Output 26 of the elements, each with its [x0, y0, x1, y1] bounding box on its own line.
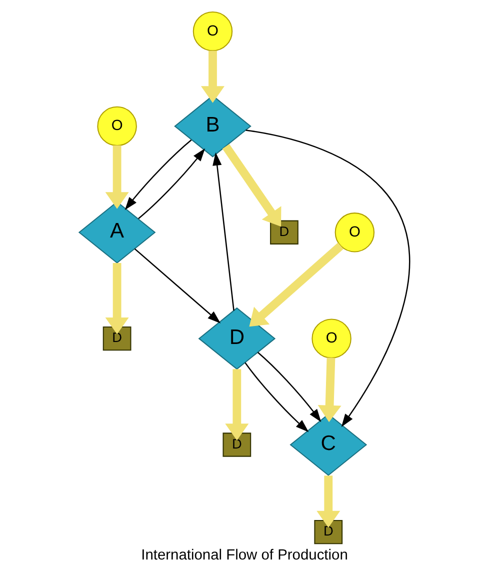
arrow: [318, 358, 342, 422]
arrow: [138, 148, 206, 220]
node-diamond: A: [78, 201, 156, 264]
arrow: [134, 248, 221, 324]
arrow: [316, 476, 340, 528]
arrow: [244, 362, 309, 432]
node-diamond: B: [174, 95, 252, 158]
node-box: D: [314, 520, 343, 544]
arrow: [124, 140, 192, 210]
node-circle: O: [312, 318, 352, 358]
node-circle: O: [334, 212, 375, 252]
arrow: [225, 369, 249, 440]
node-box: D: [222, 432, 252, 457]
arrow: [105, 145, 129, 209]
arrow: [249, 242, 344, 327]
arrow: [257, 352, 322, 422]
node-circle: O: [192, 11, 233, 52]
node-circle: O: [97, 106, 137, 146]
arrow: [222, 144, 282, 227]
arrow: [212, 152, 234, 311]
arrow: [200, 50, 224, 103]
node-box: D: [102, 326, 132, 351]
caption: International Flow of Production: [141, 548, 348, 564]
arrow: [246, 130, 410, 427]
node-box: D: [270, 220, 298, 244]
arrow: [105, 262, 129, 334]
